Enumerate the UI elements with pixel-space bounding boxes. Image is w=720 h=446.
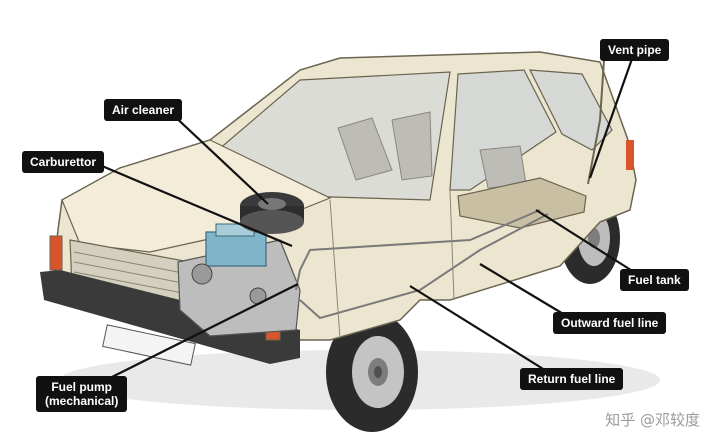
vent-pipe-part <box>587 59 605 185</box>
leader-lines <box>101 55 635 383</box>
watermark: 知乎 @邓较度 <box>605 411 700 429</box>
label-carburettor: Carburettor <box>22 151 105 173</box>
return-fuel-line-path <box>299 213 549 320</box>
side-window-rear <box>528 69 613 151</box>
number-plate <box>102 324 196 366</box>
label-outward-fuel-line: Outward fuel line <box>553 312 667 334</box>
front-bumper <box>40 270 300 364</box>
rear-light <box>626 140 634 170</box>
seats <box>337 111 527 189</box>
label-vent-pipe: Vent pipe <box>600 39 670 61</box>
air-cleaner-part <box>240 192 304 234</box>
label-fuel-pump: Fuel pump (mechanical) <box>36 376 128 412</box>
outward-fuel-line-path <box>295 209 541 291</box>
engine-cutaway <box>177 223 301 337</box>
fuel-tank-part <box>457 177 587 229</box>
label-air-cleaner: Air cleaner <box>104 99 183 121</box>
front-wheel <box>326 312 418 432</box>
label-return-fuel-line: Return fuel line <box>520 368 624 390</box>
door-seam <box>329 189 455 339</box>
label-fuel-tank: Fuel tank <box>620 269 689 291</box>
left-indicator <box>49 235 63 271</box>
